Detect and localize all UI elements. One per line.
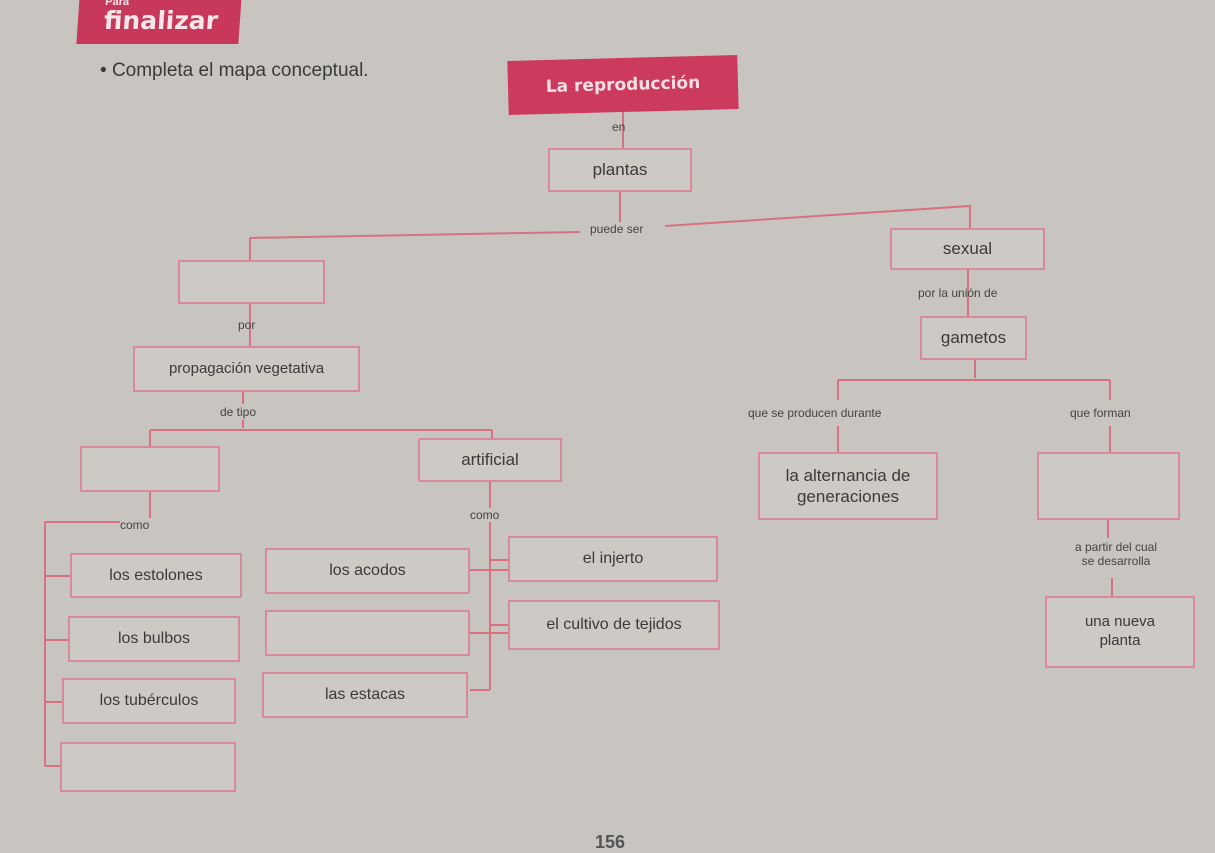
link-puede-ser: puede ser — [590, 222, 644, 236]
link-por: por — [238, 318, 256, 332]
link-como-mid: como — [470, 508, 500, 522]
link-producen: que se producen durante — [748, 406, 882, 420]
node-plantas: plantas — [548, 148, 692, 192]
node-sexual: sexual — [890, 228, 1045, 270]
link-de-tipo: de tipo — [220, 405, 257, 419]
instruction-text: Completa el mapa conceptual. — [111, 60, 369, 81]
link-por-union: por la unión de — [918, 286, 998, 300]
blank-artificial-item[interactable] — [265, 610, 470, 656]
link-como-left: como — [120, 518, 150, 532]
link-partir: a partir del cual se desarrolla — [1074, 540, 1158, 568]
link-en: en — [612, 120, 626, 134]
node-injerto: el injerto — [508, 536, 718, 582]
node-nueva-planta: una nueva planta — [1045, 596, 1195, 668]
node-estacas: las estacas — [262, 672, 468, 718]
page-number: 156 — [595, 832, 626, 852]
node-acodos: los acodos — [265, 548, 470, 594]
node-artificial: artificial — [418, 438, 562, 482]
node-cultivo-tejidos: el cultivo de tejidos — [508, 600, 720, 650]
node-gametos: gametos — [920, 316, 1027, 360]
blank-asexual[interactable] — [178, 260, 325, 304]
tab-title: finalizar — [102, 6, 220, 35]
node-tuberculos: los tubérculos — [62, 678, 236, 724]
blank-natural[interactable] — [80, 446, 220, 492]
section-tab: Para finalizar — [76, 0, 242, 44]
node-alternancia: la alternancia de generaciones — [758, 452, 938, 520]
node-bulbos: los bulbos — [68, 616, 240, 662]
instruction: • Completa el mapa conceptual. — [100, 60, 369, 81]
blank-natural-item[interactable] — [60, 742, 236, 792]
blank-cigoto[interactable] — [1037, 452, 1180, 520]
link-forman: que forman — [1070, 406, 1131, 420]
node-estolones: los estolones — [70, 553, 242, 598]
node-propagacion: propagación vegetativa — [133, 346, 360, 392]
root-node: La reproducción — [507, 54, 739, 116]
